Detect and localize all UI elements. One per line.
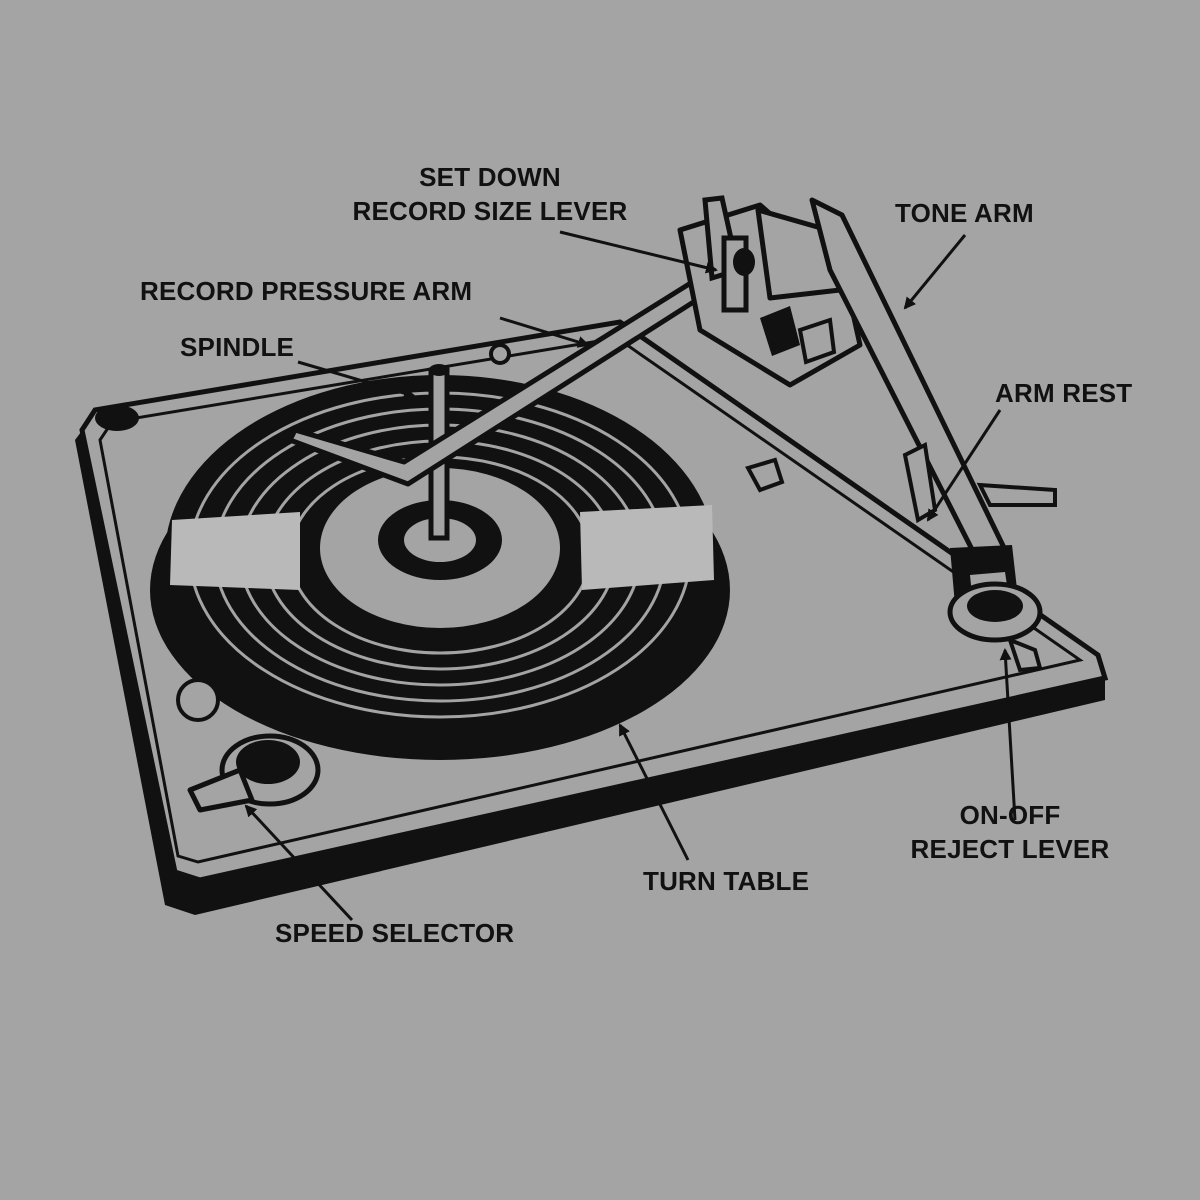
label-turn-table: TURN TABLE [643, 866, 810, 896]
arrow-on-off-reject-lever [999, 648, 1017, 821]
label-set-down-record-size-lever: SET DOWN RECORD SIZE LEVER [335, 160, 645, 228]
label-line: SET DOWN [419, 162, 561, 192]
label-spindle: SPINDLE [180, 332, 295, 362]
callout-arrows [244, 230, 1017, 922]
label-record-pressure-arm: RECORD PRESSURE ARM [140, 276, 473, 306]
label-line: REJECT LEVER [910, 834, 1110, 864]
arrow-record-pressure-arm [499, 316, 590, 348]
arrow-arm-rest [926, 409, 1002, 522]
deck-knob [489, 343, 785, 493]
arrow-spindle [297, 360, 416, 399]
label-line: RECORD SIZE LEVER [352, 196, 628, 226]
arrow-tone-arm [903, 234, 967, 310]
arrow-turn-table [618, 723, 690, 861]
arrow-speed-selector [244, 804, 354, 922]
label-speed-selector: SPEED SELECTOR [275, 918, 515, 948]
label-line: ON-OFF [959, 800, 1061, 830]
label-arm-rest: ARM REST [995, 378, 1133, 408]
label-tone-arm: TONE ARM [895, 198, 1034, 228]
arrow-set-down-lever [559, 230, 718, 274]
on-off-reject-lever [947, 581, 1043, 673]
label-on-off-reject-lever: ON-OFF REJECT LEVER [895, 798, 1125, 866]
speed-selector [176, 678, 321, 813]
